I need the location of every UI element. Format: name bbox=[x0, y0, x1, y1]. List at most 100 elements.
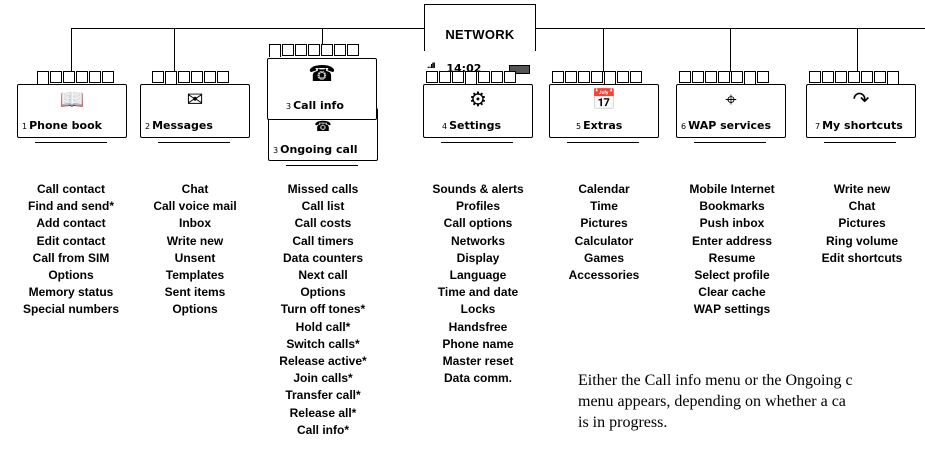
menu-label: My shortcuts bbox=[822, 119, 903, 132]
menu-item[interactable]: Push inbox bbox=[699, 216, 765, 231]
menu-label: Messages bbox=[152, 119, 213, 132]
menu-item[interactable]: Resume bbox=[708, 250, 756, 265]
menu-item[interactable]: Call contact bbox=[36, 182, 105, 196]
menu-item[interactable]: Call list bbox=[301, 199, 345, 214]
popup-label: Call info bbox=[293, 99, 344, 112]
menu-item[interactable]: Call timers bbox=[292, 233, 354, 248]
menu-item[interactable]: Sounds & alerts bbox=[432, 182, 524, 196]
drop-line-5 bbox=[603, 28, 604, 72]
menu-label: Settings bbox=[449, 119, 502, 132]
menu-tabs bbox=[552, 71, 643, 85]
menu-item[interactable]: Next call bbox=[298, 268, 348, 283]
drop-line-2 bbox=[174, 28, 175, 72]
menu-tabs bbox=[679, 71, 770, 85]
info-icon: ☎ bbox=[308, 61, 336, 86]
menu-item[interactable]: Write new bbox=[833, 182, 891, 196]
menu-item[interactable]: Templates bbox=[165, 268, 225, 283]
menu-item[interactable]: Unsent bbox=[174, 250, 216, 265]
shortcut-arrow-icon: ↷ bbox=[852, 89, 870, 111]
menu-item[interactable]: Ring volume bbox=[825, 233, 898, 248]
menu-item[interactable]: Profiles bbox=[455, 199, 500, 214]
drop-line-7 bbox=[857, 28, 858, 72]
menu-item[interactable]: Turn off tones* bbox=[280, 302, 366, 317]
menu-item[interactable]: Join calls* bbox=[293, 371, 353, 386]
menu-item[interactable]: Memory status bbox=[28, 285, 114, 300]
menu-label: WAP services bbox=[688, 119, 772, 132]
menu-item[interactable]: Add contact bbox=[36, 216, 106, 231]
wap-icon: ⌖ bbox=[725, 89, 737, 111]
menu-item[interactable]: Pictures bbox=[838, 216, 886, 231]
menu-item[interactable]: Call info* bbox=[296, 422, 349, 437]
menu-item[interactable]: Time bbox=[590, 199, 618, 214]
extras-icon: 📅 bbox=[591, 89, 617, 111]
menu-item[interactable]: Call costs bbox=[294, 216, 352, 231]
menu-item[interactable]: Edit shortcuts bbox=[821, 250, 903, 265]
phone-icon: ☎ bbox=[314, 118, 332, 134]
menu-item[interactable]: Mobile Internet bbox=[689, 182, 775, 196]
menu-item[interactable]: Select profile bbox=[694, 268, 770, 283]
menu-item[interactable]: Language bbox=[449, 268, 507, 283]
menu-item[interactable]: Pictures bbox=[580, 216, 628, 231]
menu-item[interactable]: Chat bbox=[181, 182, 209, 196]
menu-item[interactable]: Edit contact bbox=[36, 233, 106, 248]
menu-item[interactable]: Games bbox=[583, 250, 625, 265]
menu-item[interactable]: Clear cache bbox=[698, 285, 766, 300]
menu-item[interactable]: Time and date bbox=[437, 285, 519, 300]
menu-item[interactable]: Options bbox=[300, 285, 346, 300]
signal-icon: ..ıll bbox=[427, 62, 435, 70]
menu-item[interactable]: Switch calls* bbox=[286, 336, 360, 351]
menu-tabs bbox=[269, 44, 360, 58]
menu-item[interactable]: Find and send* bbox=[27, 199, 114, 214]
menu-item[interactable]: Data counters bbox=[282, 250, 364, 265]
menu-item[interactable]: Call from SIM bbox=[32, 250, 110, 265]
trunk-line-left bbox=[71, 28, 424, 29]
menu-item[interactable]: Inbox bbox=[179, 216, 211, 231]
menu-item[interactable]: Display bbox=[456, 250, 500, 265]
menu-item[interactable]: Options bbox=[48, 268, 94, 283]
menu-item[interactable]: Data comm. bbox=[443, 371, 513, 386]
trunk-line-right bbox=[534, 28, 925, 29]
menu-item[interactable]: Handsfree bbox=[448, 319, 508, 334]
menu-item[interactable]: Chat bbox=[848, 199, 876, 214]
settings-icon: ⚙ bbox=[469, 89, 487, 111]
menu-item[interactable]: Networks bbox=[450, 233, 506, 248]
menu-item[interactable]: Calendar bbox=[578, 182, 630, 196]
menu-item[interactable]: Hold call* bbox=[295, 319, 351, 334]
menu-item[interactable]: Phone name bbox=[442, 336, 514, 351]
menu-item[interactable]: Special numbers bbox=[22, 302, 120, 317]
menu-item[interactable]: Sent items bbox=[164, 285, 226, 300]
menu-item[interactable]: Accessories bbox=[568, 268, 640, 283]
menu-item[interactable]: Enter address bbox=[691, 233, 773, 248]
menu-item[interactable]: Options bbox=[172, 302, 218, 317]
menu-item[interactable]: Master reset bbox=[442, 354, 514, 369]
menu-item[interactable]: WAP settings bbox=[693, 302, 771, 317]
menu-label: Ongoing call bbox=[280, 143, 358, 156]
menu-item[interactable]: Locks bbox=[460, 302, 496, 317]
menu-item[interactable]: Call options bbox=[443, 216, 513, 231]
menu-item[interactable]: Release all* bbox=[289, 405, 357, 420]
menu-item[interactable]: Transfer call* bbox=[285, 388, 361, 403]
network-root-box: NETWORK bbox=[424, 4, 536, 51]
menu-item[interactable]: Call voice mail bbox=[153, 199, 237, 214]
menu-label: Extras bbox=[583, 119, 623, 132]
menu-tabs bbox=[152, 71, 230, 85]
envelope-icon: ✉ bbox=[186, 89, 204, 111]
menu-tabs bbox=[37, 71, 115, 85]
menu-item[interactable]: Bookmarks bbox=[699, 199, 765, 214]
menu-item[interactable]: Write new bbox=[166, 233, 224, 248]
menu-tabs bbox=[426, 71, 517, 85]
drop-line-6 bbox=[730, 28, 731, 72]
menu-item[interactable]: Release active* bbox=[279, 354, 367, 369]
menu-item[interactable]: Missed calls bbox=[287, 182, 359, 196]
menu-item[interactable]: Calculator bbox=[574, 233, 634, 248]
